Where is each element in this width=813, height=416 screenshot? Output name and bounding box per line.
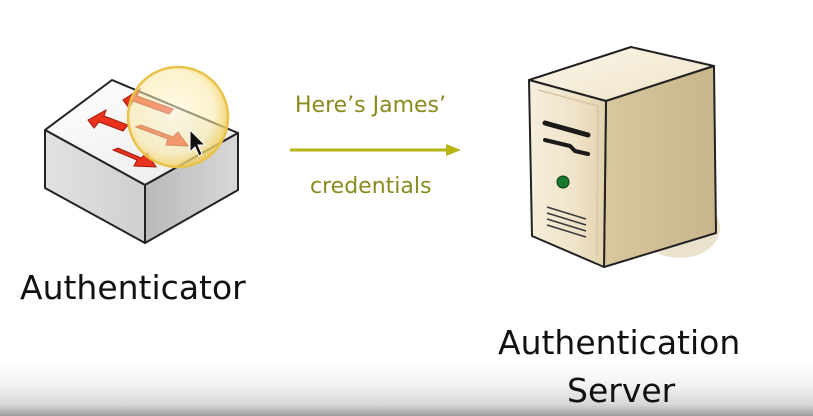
mouse-pointer-icon (189, 128, 207, 157)
cursor-highlight (126, 65, 230, 169)
server-label-line-2: Server (567, 371, 676, 410)
message-line-1: Here’s James’ (295, 93, 447, 118)
server-label-line-1: Authentication (498, 323, 741, 362)
authenticator-label: Authenticator (20, 268, 246, 307)
server-tower-icon (528, 46, 720, 268)
message-line-2: credentials (310, 174, 432, 199)
right-arrow-icon (290, 144, 461, 156)
